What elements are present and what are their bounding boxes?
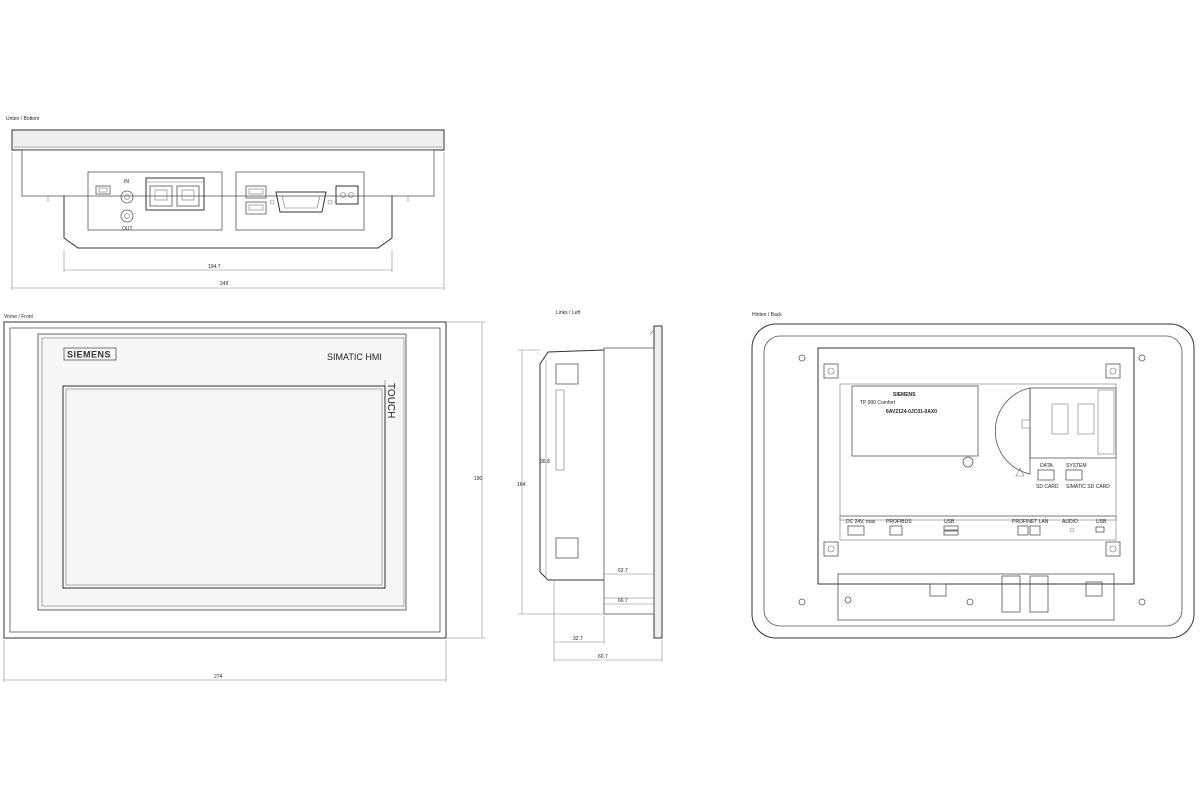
front-brand-box: [63, 347, 117, 361]
dim-left-inner: 36.8: [540, 459, 550, 465]
back-lower-extension: [837, 573, 1115, 621]
usb-port-bottom: [245, 201, 267, 215]
front-view: Vorne / Front SIEMENS SIMATIC HMI TOUCH …: [3, 314, 486, 682]
dim-bottom-inner: 194.7: [208, 264, 221, 270]
bottom-rear-body: [63, 196, 393, 249]
front-product-name: SIMATIC HMI: [327, 352, 382, 362]
back-port-usb-mini: USB: [1096, 519, 1107, 525]
back-view-label: Hinten / Back: [752, 312, 782, 318]
back-simatic-sd-label: SIMATIC SD CARD: [1066, 484, 1110, 490]
back-port-power: DC 24V, max: [846, 519, 876, 525]
power-connector: [335, 185, 359, 205]
dim-front-height: 190: [474, 476, 483, 482]
back-brand: SIEMENS: [893, 392, 916, 398]
left-view: Links / Left 164 36.8 62.7 66.7 32.7 60.…: [517, 310, 663, 662]
back-port-profinet: PROFINET LAN: [1012, 519, 1049, 525]
back-view: Hinten / Back SIEMENS TP 900 Comfort 6AV…: [751, 312, 1195, 639]
back-housing: [817, 347, 1135, 585]
left-clamp-bottom: [555, 537, 579, 559]
back-sd-card-label: SD CARD: [1036, 484, 1059, 490]
front-bezel: [37, 333, 407, 611]
back-rj45-right: [1029, 575, 1049, 613]
dim-left-height: 164: [517, 482, 526, 488]
front-frame-outer: [3, 321, 447, 639]
dim-left-b: 66.7: [618, 598, 628, 604]
back-system-label: SYSTEM: [1066, 463, 1087, 469]
dim-left-a: 62.7: [618, 568, 628, 574]
audio-in-jack: [120, 190, 134, 204]
back-outer-frame: [751, 323, 1195, 639]
back-model: TP 900 Comfort: [860, 400, 896, 406]
usb-mini-port: [95, 185, 111, 195]
usb-port-top: [245, 185, 267, 199]
back-rj45-left: [1001, 575, 1021, 613]
bottom-port-plate-right: [235, 171, 365, 231]
front-view-label: Vorne / Front: [4, 314, 34, 320]
back-port-audio: AUDIO: [1062, 519, 1078, 525]
audio-in-label: IN: [124, 179, 129, 185]
dim-left-d: 60.7: [598, 654, 608, 660]
bottom-housing: [21, 149, 435, 197]
back-data-label: DATA: [1040, 463, 1053, 469]
audio-out-label: OUT: [122, 226, 133, 232]
front-screen: [62, 385, 386, 589]
back-order-number: 6AV2124-0JC01-0AX0: [886, 409, 937, 415]
left-housing: [603, 347, 655, 615]
back-sd-cover: [994, 387, 1031, 475]
left-front-plate: [653, 325, 663, 639]
dsub-port: [275, 191, 327, 213]
left-clamp-top: [555, 363, 579, 385]
front-touch-label: TOUCH: [385, 383, 396, 418]
back-port-profibus: PROFIBUS: [886, 519, 912, 525]
back-port-usb: USB: [944, 519, 955, 525]
dim-left-c: 32.7: [573, 636, 583, 642]
bottom-view-label: Unten / Bottom: [6, 116, 39, 122]
left-view-label: Links / Left: [556, 310, 581, 316]
dim-bottom-outer: 249: [220, 281, 229, 287]
back-type-plate: [851, 385, 979, 457]
back-inner-frame: [763, 335, 1183, 627]
bottom-view: Unten / Bottom IN OUT: [6, 116, 445, 290]
bottom-port-plate-left: [87, 171, 223, 231]
front-brand: SIEMENS: [67, 350, 111, 360]
dim-front-width: 274: [214, 674, 223, 680]
rj45-double-port: [145, 177, 205, 211]
left-rear-body: [539, 349, 605, 581]
audio-out-jack: [120, 209, 134, 223]
